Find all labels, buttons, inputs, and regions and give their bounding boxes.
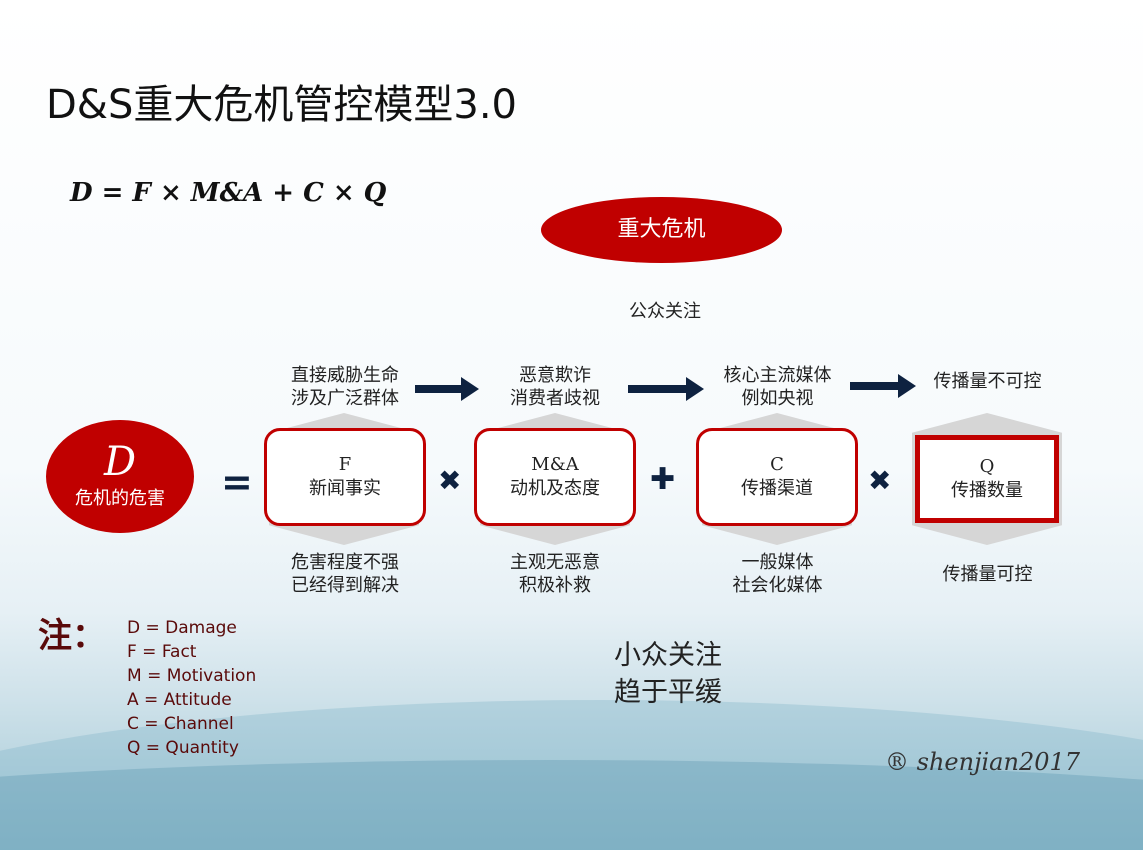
equals-icon: = <box>221 460 253 504</box>
signature: ® shenjian2017 <box>885 748 1081 776</box>
small-attention-text: 小众关注趋于平缓 <box>614 640 722 708</box>
major-crisis-ellipse: 重大危机 <box>541 197 782 263</box>
arrow-right-icon <box>415 377 479 401</box>
ma-low-label: 主观无恶意积极补救 <box>510 552 600 596</box>
formula: D = F × M&A + C × Q <box>70 178 387 208</box>
arrow-right-icon <box>628 377 704 401</box>
page-title: D&S重大危机管控模型3.0 <box>46 82 517 128</box>
c-high-label: 核心主流媒体例如央视 <box>723 365 832 409</box>
d-letter: D <box>103 439 137 485</box>
notes-label: 注： <box>38 616 106 656</box>
background-wave <box>0 700 1143 850</box>
public-attention-label: 公众关注 <box>629 301 701 322</box>
background-wave <box>0 760 1143 850</box>
q-high-label: 传播量不可控 <box>933 371 1042 392</box>
f-high-label: 直接威胁生命涉及广泛群体 <box>291 365 399 409</box>
c-low-label: 一般媒体社会化媒体 <box>732 552 823 596</box>
ma-high-label: 恶意欺诈消费者歧视 <box>510 365 600 409</box>
f-low-label: 危害程度不强已经得到解决 <box>291 552 399 596</box>
d-ellipse: D 危机的危害 <box>46 420 194 533</box>
multiply-icon: ✖ <box>438 464 462 497</box>
plus-icon: ✚ <box>650 462 676 497</box>
q-low-label: 传播量可控 <box>942 564 1033 585</box>
d-label: 危机的危害 <box>75 488 165 509</box>
arrow-right-icon <box>850 374 916 398</box>
multiply-icon: ✖ <box>868 464 892 497</box>
